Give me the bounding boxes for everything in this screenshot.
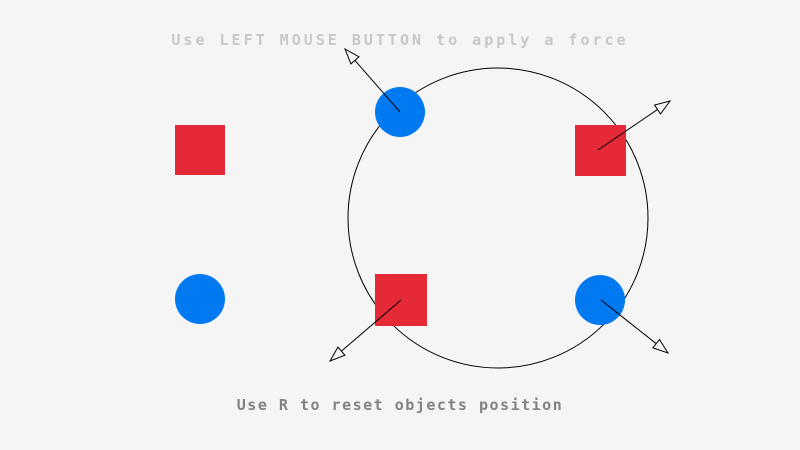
force-arrow-top-right-square-head <box>653 100 672 115</box>
force-arrow-top-blue-circle-head <box>344 47 360 65</box>
blue-circle-bottom-right[interactable] <box>575 275 625 325</box>
force-arrow-top-right-square-line <box>597 107 660 151</box>
red-square-top-right[interactable] <box>575 125 626 176</box>
force-arrow-bottom-right-circle-line <box>600 299 659 346</box>
red-square-top-left[interactable] <box>175 125 225 175</box>
force-arrow-top-blue-circle-line <box>353 58 401 113</box>
force-arrow-bottom-center-square-line <box>339 299 402 353</box>
instruction-reset: Use R to reset objects position <box>236 396 564 414</box>
boundary-circle <box>347 67 649 369</box>
instruction-apply-force: Use LEFT MOUSE BUTTON to apply a force <box>171 31 629 49</box>
force-arrow-bottom-center-square-head <box>328 346 346 362</box>
force-arrow-bottom-right-circle-head <box>652 338 670 354</box>
blue-circle-bottom-left[interactable] <box>175 274 225 324</box>
